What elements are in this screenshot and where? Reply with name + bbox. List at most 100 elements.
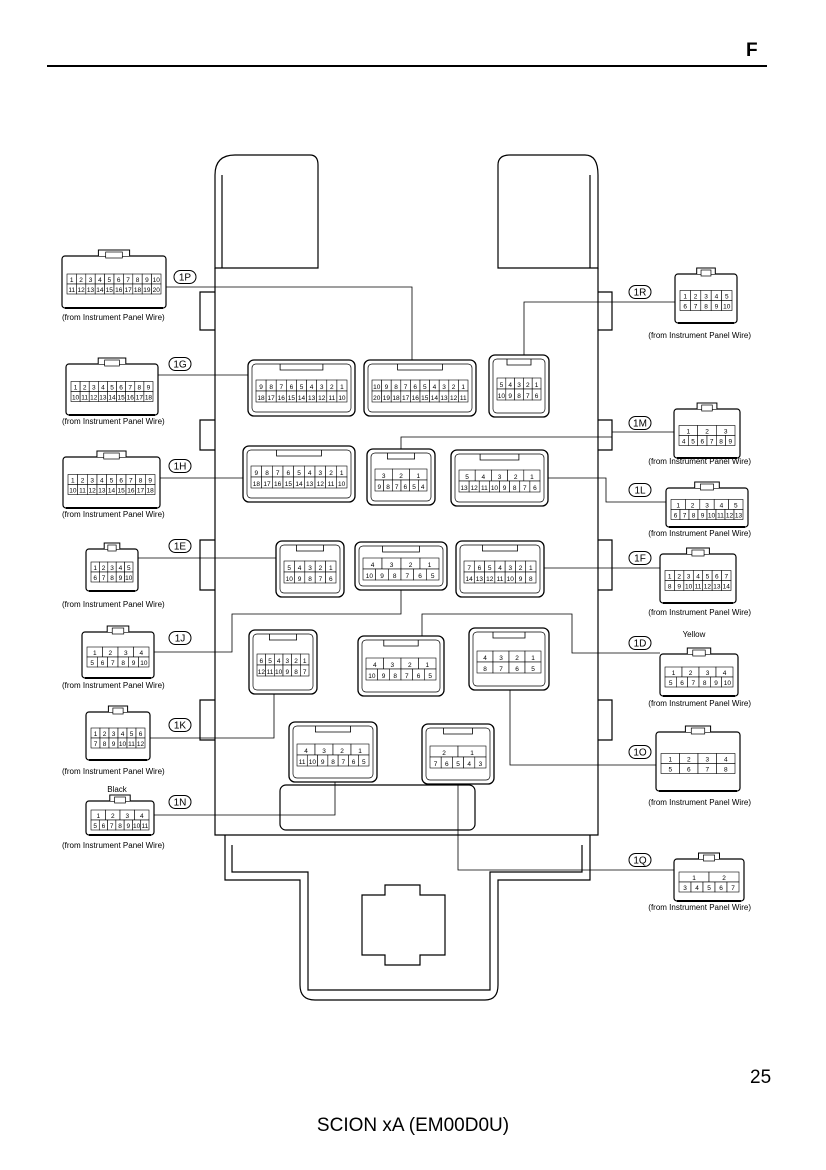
block-socket-1l-pin-number: 9 bbox=[503, 485, 507, 492]
block-socket-1r-pin-number: 6 bbox=[535, 393, 539, 400]
block-socket-1p-pin-number: 9 bbox=[385, 384, 389, 391]
connector-1o-id: 1O bbox=[633, 748, 647, 759]
connector-1p-pin-number: 11 bbox=[68, 287, 75, 294]
block-socket-1e-pin-number: 2 bbox=[319, 565, 323, 572]
connector-1q-pin-number: 6 bbox=[719, 885, 723, 892]
block-socket-1p-pin-number: 4 bbox=[433, 384, 437, 391]
block-socket-1n-pin-number: 11 bbox=[299, 759, 306, 766]
connector-1p-pin-number: 19 bbox=[143, 287, 151, 294]
connector-1g-pin-number: 16 bbox=[127, 394, 135, 401]
block-socket-1j-pin-number: 3 bbox=[390, 562, 394, 569]
block-socket-1e-pin-number: 1 bbox=[329, 565, 333, 572]
block-socket-1g-pin-number: 1 bbox=[340, 384, 344, 391]
connector-1p-pin-cell bbox=[151, 283, 162, 295]
connector-1f-pin-number: 13 bbox=[713, 583, 721, 590]
connector-1l-pin-number: 1 bbox=[676, 502, 680, 509]
connector-1k-pin-number: 6 bbox=[139, 731, 143, 738]
block-socket-1g-pin-number: 6 bbox=[290, 384, 294, 391]
block-socket-1f-pin-number: 8 bbox=[529, 576, 533, 583]
connector-1r-id: 1R bbox=[634, 288, 647, 299]
connector-1k-source-label: (from Instrument Panel Wire) bbox=[62, 767, 165, 776]
connector-1l-pin-number: 9 bbox=[701, 512, 705, 519]
connector-1l-pin-number: 2 bbox=[691, 502, 695, 509]
block-socket-1e-pin-number: 5 bbox=[287, 565, 291, 572]
connector-1p-pin-number: 1 bbox=[70, 277, 74, 284]
connector-1h-pin-number: 10 bbox=[69, 487, 77, 494]
leader-line-1m bbox=[400, 431, 674, 449]
connector-1l-pin-number: 4 bbox=[720, 502, 724, 509]
connector-1d-pin-number: 5 bbox=[669, 680, 673, 687]
block-socket-1o-pin-number: 2 bbox=[515, 655, 519, 662]
connector-1o-pin-number: 3 bbox=[705, 756, 709, 763]
block-socket-1d-pin-number: 4 bbox=[373, 662, 377, 669]
connector-1j-pin-number: 5 bbox=[90, 660, 94, 667]
connector-1m-pin-number: 8 bbox=[719, 438, 723, 445]
section-letter: F bbox=[746, 40, 758, 61]
block-socket-1h-pin-number: 11 bbox=[328, 481, 335, 488]
connector-1p-pin-number: 20 bbox=[153, 287, 161, 294]
connector-1o-pin-number: 6 bbox=[687, 766, 691, 773]
block-socket-1h-pin-number: 15 bbox=[285, 481, 293, 488]
block-socket-1l-pin-number: 5 bbox=[465, 474, 469, 481]
block-mount-cutout bbox=[361, 884, 446, 966]
block-socket-1n-pin-number: 4 bbox=[304, 748, 308, 755]
connector-1g-pin-number: 7 bbox=[128, 384, 132, 391]
block-socket-1m-pin-number: 7 bbox=[395, 484, 399, 491]
connector-1e-pin-number: 4 bbox=[119, 565, 123, 572]
connector-1n-pin-cell bbox=[140, 819, 150, 831]
connector-1l-pin-number: 11 bbox=[717, 512, 724, 519]
connector-1k-pin-number: 11 bbox=[128, 741, 135, 748]
connector-1n-pin-number: 10 bbox=[133, 823, 141, 830]
connector-1d-pin-number: 2 bbox=[689, 670, 693, 677]
block-socket-1k-pin-number: 9 bbox=[286, 669, 290, 676]
block-socket-1l-pin-number: 13 bbox=[460, 485, 468, 492]
connector-leader-lines bbox=[138, 286, 675, 871]
connector-1h-pin-number: 16 bbox=[127, 487, 135, 494]
connector-1g-tag-frame bbox=[168, 357, 192, 371]
connector-1f-pin-number: 14 bbox=[723, 583, 731, 590]
connector-1r-pin-number: 10 bbox=[723, 303, 731, 310]
block-socket-1d-pin-number: 5 bbox=[428, 673, 432, 680]
connector-1e-id: 1E bbox=[174, 542, 187, 553]
block-socket-1k-pin-number: 1 bbox=[303, 658, 307, 665]
block-socket-1o-pin-number: 3 bbox=[499, 655, 503, 662]
block-socket-1m-pin-number: 4 bbox=[421, 484, 425, 491]
connector-1q-pin-number: 3 bbox=[683, 885, 687, 892]
block-socket-1p-pin-number: 12 bbox=[450, 395, 458, 402]
block-socket-1q-pin-number: 5 bbox=[456, 761, 460, 768]
block-socket-1p-pin-number: 8 bbox=[394, 384, 398, 391]
connector-1m-pin-number: 1 bbox=[687, 428, 691, 435]
connector-1g-pin-number: 6 bbox=[119, 384, 123, 391]
block-socket-1n-pin-number: 6 bbox=[352, 759, 356, 766]
connector-1g-pin-number: 12 bbox=[90, 394, 98, 401]
block-socket-1g-pin-number: 11 bbox=[328, 395, 335, 402]
connector-1j-pin-number: 1 bbox=[93, 650, 97, 657]
connector-1n-pin-number: 5 bbox=[93, 823, 97, 830]
connector-1f-pin-number: 9 bbox=[677, 583, 681, 590]
connector-1p-pin-number: 10 bbox=[153, 277, 161, 284]
block-socket-1e-pin-number: 4 bbox=[298, 565, 302, 572]
connector-1e-pin-number: 1 bbox=[93, 565, 97, 572]
block-socket-1o-pin-number: 8 bbox=[483, 666, 487, 673]
connector-1h-pin-number: 3 bbox=[90, 477, 94, 484]
block-socket-1f-pin-number: 4 bbox=[498, 565, 502, 572]
block-socket-1k-pin-number: 4 bbox=[277, 658, 281, 665]
connector-1k-tag-frame bbox=[168, 718, 192, 732]
connector-1j-pin-number: 9 bbox=[132, 660, 136, 667]
block-socket-1q-pin-number: 6 bbox=[445, 761, 449, 768]
block-side-rib bbox=[598, 419, 613, 451]
connector-1m-source-label: (from Instrument Panel Wire) bbox=[648, 457, 751, 466]
block-socket-1j-pin-number: 1 bbox=[428, 562, 432, 569]
block-socket-1p-pin-number: 10 bbox=[373, 384, 381, 391]
